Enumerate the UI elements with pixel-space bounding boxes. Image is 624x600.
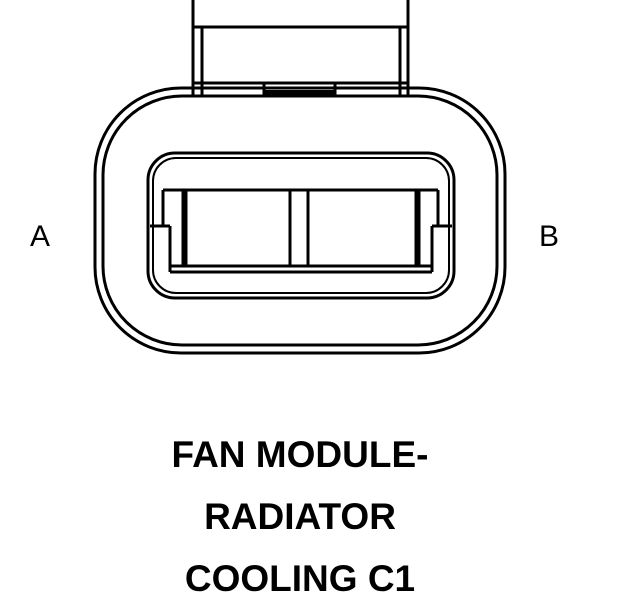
connector-outer-housing — [93, 86, 507, 355]
caption-line-3: COOLING C1 — [184, 558, 416, 599]
caption-line-2: RADIATOR — [204, 496, 396, 537]
pin-label-a: A — [30, 220, 51, 253]
connector-latch — [191, 0, 410, 96]
pin-label-b: B — [539, 220, 560, 253]
cavity-detail — [150, 188, 452, 274]
terminal-cavity — [146, 151, 456, 300]
caption-line-1: FAN MODULE- — [171, 434, 429, 475]
